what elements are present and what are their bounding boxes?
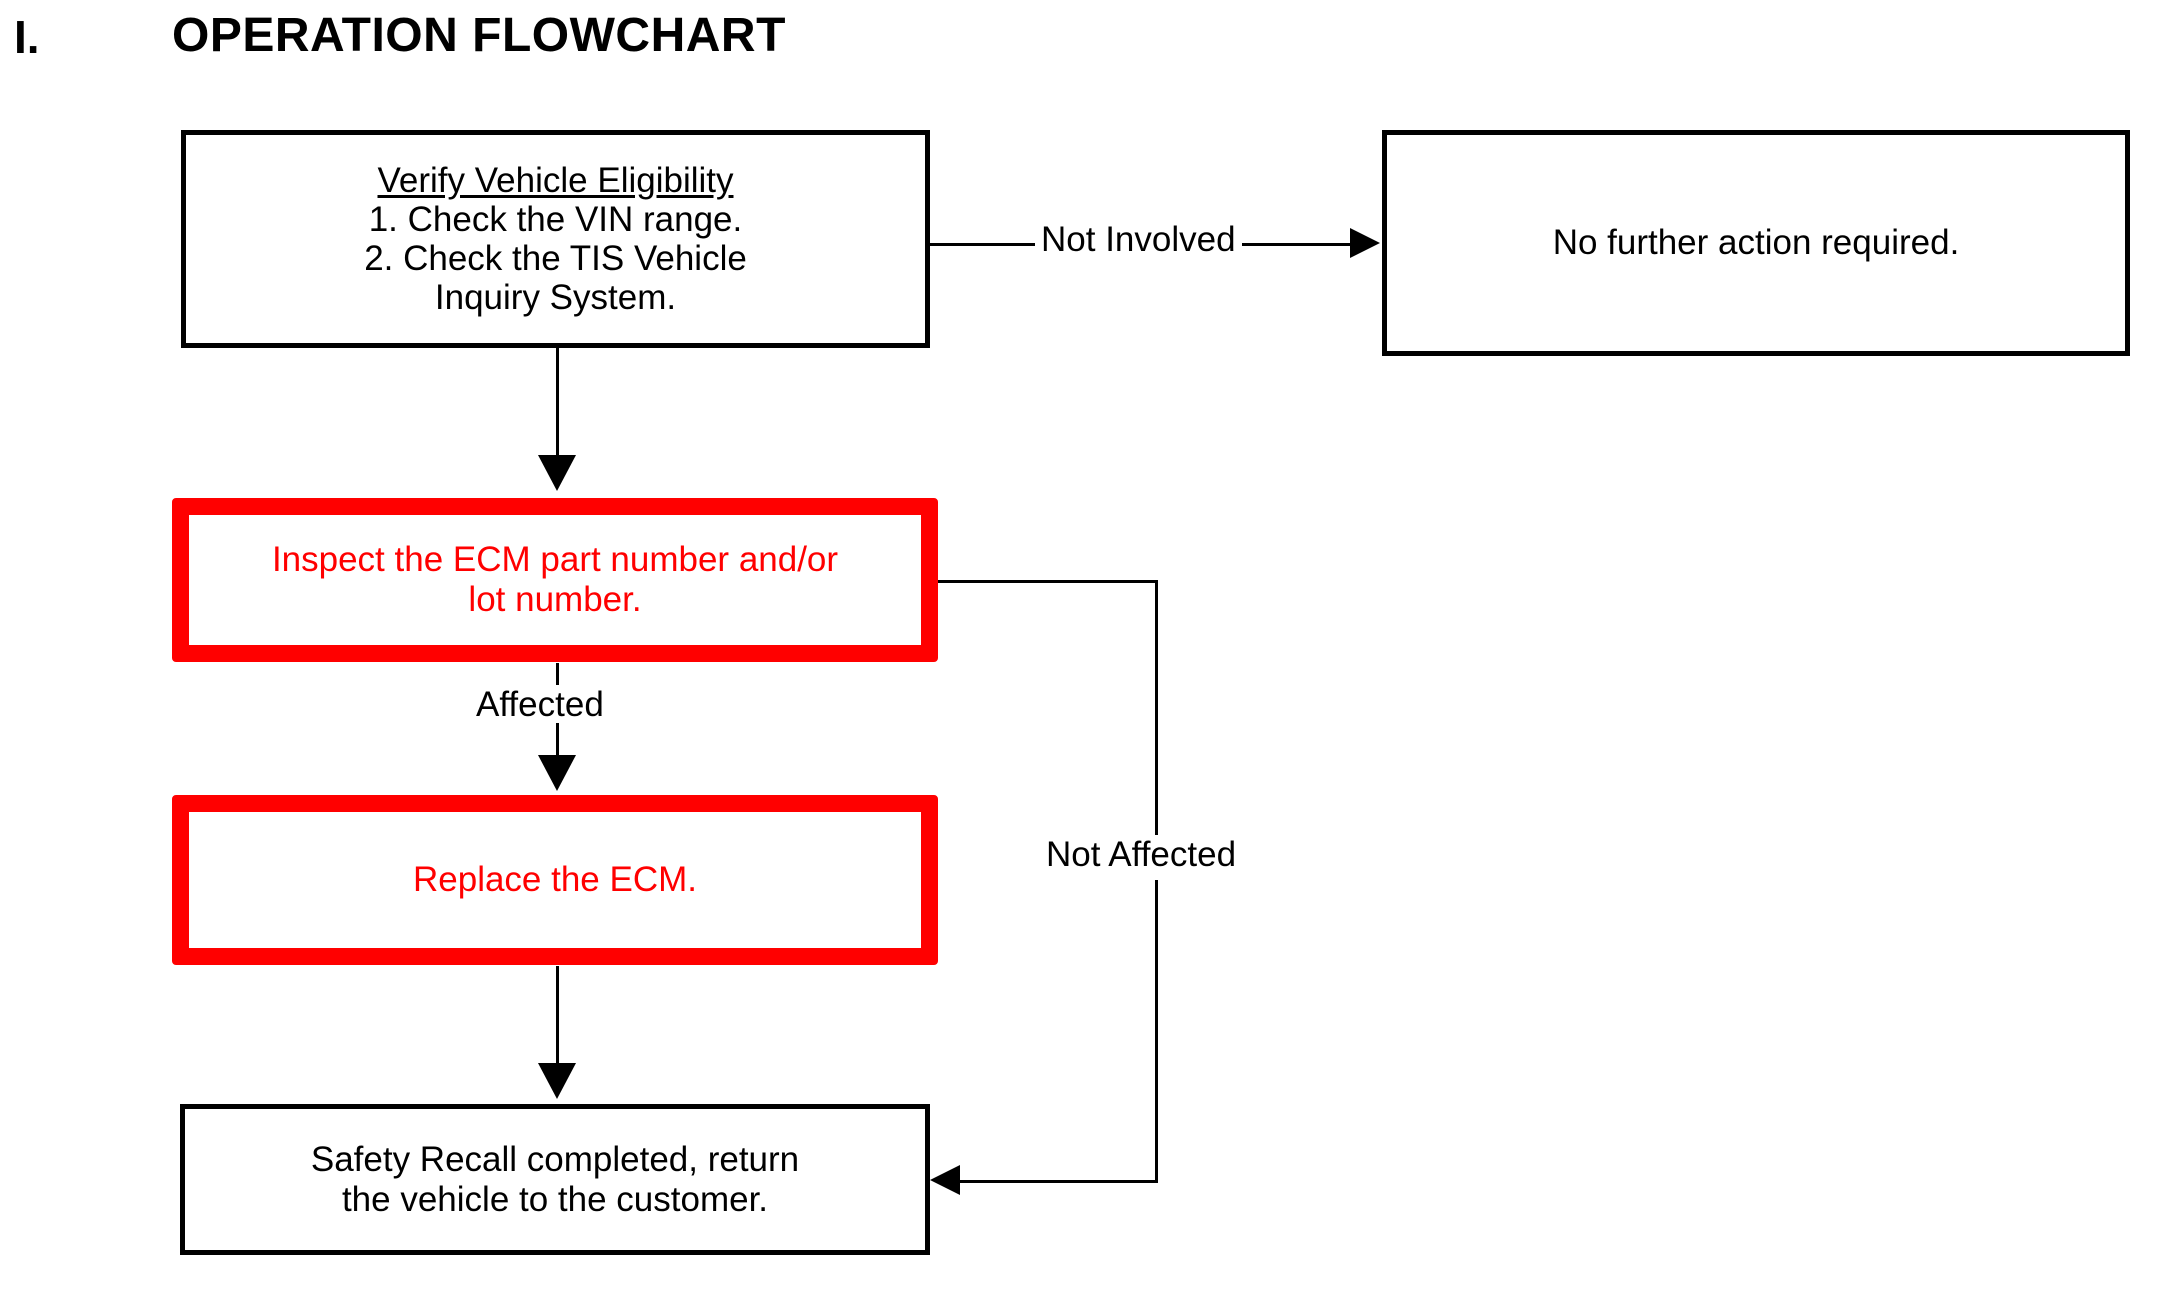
- edge-label-not-involved: Not Involved: [1035, 220, 1242, 260]
- arrowhead-not-affected-icon: [930, 1165, 960, 1195]
- connector-not-affected-vertical-lower: [1155, 880, 1158, 1180]
- node-inspect-ecm: Inspect the ECM part number and/or lot n…: [172, 498, 938, 662]
- section-numeral: I.: [14, 11, 40, 63]
- node-inspect-ecm-line-1: Inspect the ECM part number and/or: [271, 539, 839, 579]
- connector-not-affected-vertical-upper: [1155, 580, 1158, 840]
- node-verify-step-2-cont: Inquiry System.: [434, 278, 677, 318]
- node-no-further-action-text: No further action required.: [1552, 223, 1960, 263]
- connector-not-affected-top-segment: [938, 580, 1158, 583]
- connector-not-affected-bottom-segment: [960, 1180, 1158, 1183]
- node-verify-vehicle-eligibility: Verify Vehicle Eligibility 1. Check the …: [181, 130, 930, 348]
- node-verify-heading: Verify Vehicle Eligibility: [377, 160, 734, 200]
- node-verify-step-1: 1. Check the VIN range.: [368, 199, 743, 239]
- edge-label-affected: Affected: [470, 685, 610, 725]
- connector-verify-to-inspect-line: [556, 348, 559, 458]
- node-replace-ecm-text: Replace the ECM.: [412, 859, 698, 899]
- node-complete-line-1: Safety Recall completed, return: [310, 1140, 800, 1180]
- node-no-further-action: No further action required.: [1382, 130, 2130, 356]
- node-inspect-ecm-text: Inspect the ECM part number and/or lot n…: [262, 540, 848, 621]
- node-replace-ecm: Replace the ECM.: [172, 795, 938, 965]
- arrowhead-replace-to-complete-icon: [538, 1063, 576, 1099]
- node-complete-line-2: the vehicle to the customer.: [341, 1179, 769, 1219]
- node-safety-recall-completed-text: Safety Recall completed, return the vehi…: [301, 1140, 809, 1218]
- arrowhead-affected-icon: [538, 755, 576, 791]
- node-verify-step-2: 2. Check the TIS Vehicle: [364, 239, 747, 278]
- edge-label-not-affected: Not Affected: [1040, 835, 1243, 875]
- connector-affected-line-lower: [556, 723, 559, 758]
- node-verify-text: Verify Vehicle Eligibility 1. Check the …: [354, 161, 757, 318]
- node-inspect-ecm-line-2: lot number.: [468, 580, 642, 619]
- page-title: OPERATION FLOWCHART: [172, 9, 786, 62]
- arrowhead-verify-to-inspect-icon: [538, 455, 576, 491]
- connector-replace-to-complete-line: [556, 966, 559, 1066]
- arrowhead-not-involved-icon: [1350, 228, 1380, 258]
- node-safety-recall-completed: Safety Recall completed, return the vehi…: [180, 1104, 930, 1255]
